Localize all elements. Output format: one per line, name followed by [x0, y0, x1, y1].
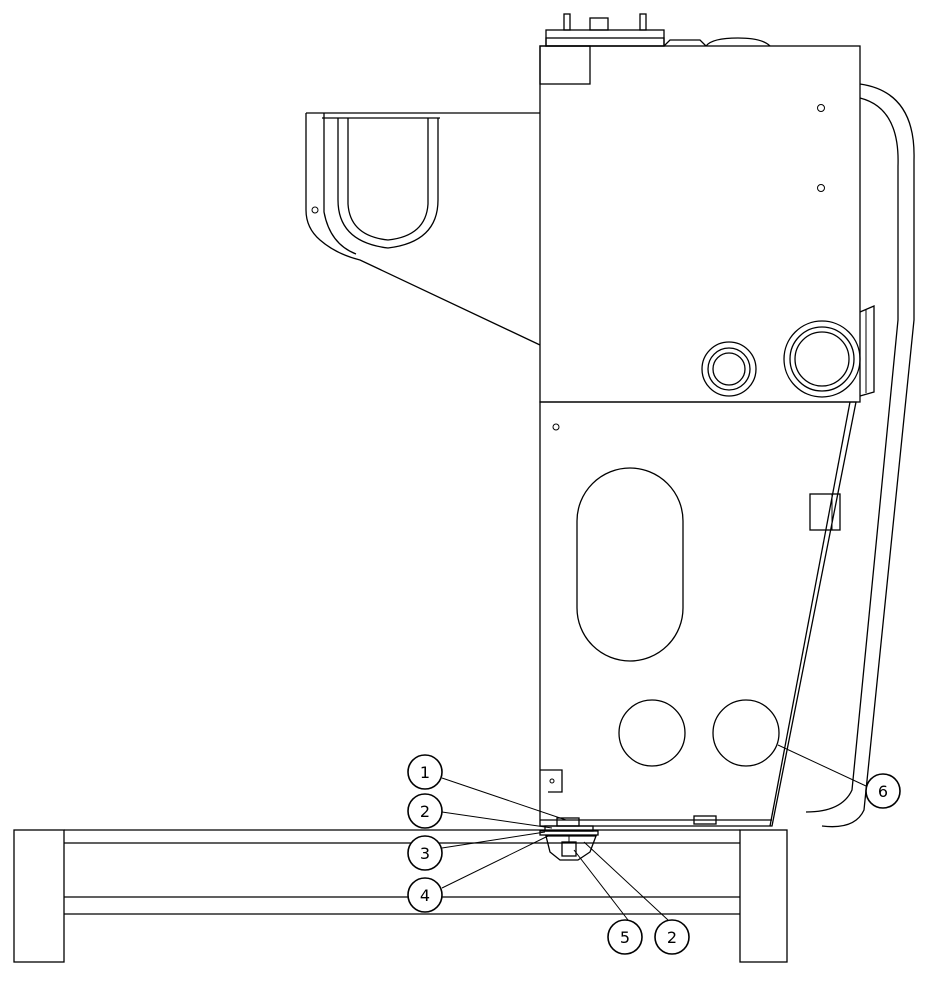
side-bracket — [859, 305, 875, 397]
callout-circle — [407, 754, 443, 790]
handle-inner-edge — [805, 97, 899, 813]
lower-body — [539, 401, 857, 827]
rear-handle — [805, 83, 915, 828]
hopper-outer-profile — [305, 113, 541, 346]
leader-2b — [583, 841, 669, 921]
callout-circle — [407, 793, 443, 829]
callout-2b: 2 — [654, 919, 690, 955]
callout-5: 5 — [607, 919, 643, 955]
upper-corner-block — [539, 45, 591, 85]
side-clip — [809, 493, 841, 531]
mount-hole-middle — [817, 184, 825, 192]
large-port-ring — [789, 326, 855, 392]
leader-4 — [441, 835, 549, 889]
callout-1: 1 — [407, 754, 443, 790]
top-connector-band — [545, 37, 665, 47]
leader-6 — [777, 744, 867, 787]
large-port-inner — [794, 331, 850, 387]
callout-label: 4 — [420, 886, 430, 905]
foot-bolt-right — [693, 815, 717, 825]
leader-5 — [573, 849, 629, 921]
callout-4: 4 — [407, 877, 443, 913]
bolt-head — [556, 817, 580, 827]
base-frame — [13, 829, 788, 963]
callout-6: 6 — [865, 773, 901, 809]
callout-circle — [407, 835, 443, 871]
callout-circle — [654, 919, 690, 955]
top-pin-left — [563, 13, 571, 31]
callout-label: 3 — [420, 844, 430, 863]
callout-label: 2 — [420, 802, 430, 821]
left-tab — [540, 769, 563, 793]
callout-circle — [407, 877, 443, 913]
small-port-outer — [701, 341, 757, 397]
leader-2a — [441, 811, 553, 829]
chute-inner — [347, 118, 429, 241]
callout-label: 1 — [420, 763, 430, 782]
left-tab-hole — [549, 778, 555, 784]
small-port-inner — [712, 352, 746, 386]
hopper-mount-hole — [311, 206, 319, 214]
callout-3: 3 — [407, 835, 443, 871]
large-port-outer — [783, 320, 861, 398]
lower-mount-hole — [552, 423, 560, 431]
leader-1 — [441, 777, 567, 821]
leader-lines — [441, 744, 867, 921]
upper-body — [539, 45, 875, 403]
washer-lower — [539, 830, 599, 836]
callout-label: 6 — [878, 782, 888, 801]
top-pin-right — [639, 13, 647, 31]
callout-2a: 2 — [407, 793, 443, 829]
nut — [561, 841, 577, 857]
fastener-assembly — [539, 817, 599, 861]
mount-hole-upper — [817, 104, 825, 112]
base-leg-right — [739, 829, 788, 963]
hopper-inner-fold — [323, 113, 357, 255]
mounting-bracket — [545, 835, 597, 861]
base-leg-left — [13, 829, 65, 963]
chute-outer — [337, 118, 439, 249]
callout-circle — [607, 919, 643, 955]
top-fittings — [545, 13, 771, 47]
upper-housing — [539, 45, 861, 403]
leader-3 — [441, 831, 546, 849]
handle-outer-edge — [821, 83, 915, 828]
callout-label: 2 — [667, 928, 677, 947]
round-opening-left — [618, 699, 686, 767]
top-cap-dome — [705, 37, 771, 47]
round-opening-right — [712, 699, 780, 767]
top-cap-small — [663, 39, 707, 47]
lower-housing-edge-inner — [769, 401, 851, 827]
oval-window — [576, 467, 684, 662]
small-port-ring — [707, 347, 751, 391]
front-hopper — [305, 112, 541, 346]
top-pin-center — [589, 17, 609, 31]
lower-housing — [539, 401, 857, 827]
callout-label: 5 — [620, 928, 630, 947]
callout-circle — [865, 773, 901, 809]
